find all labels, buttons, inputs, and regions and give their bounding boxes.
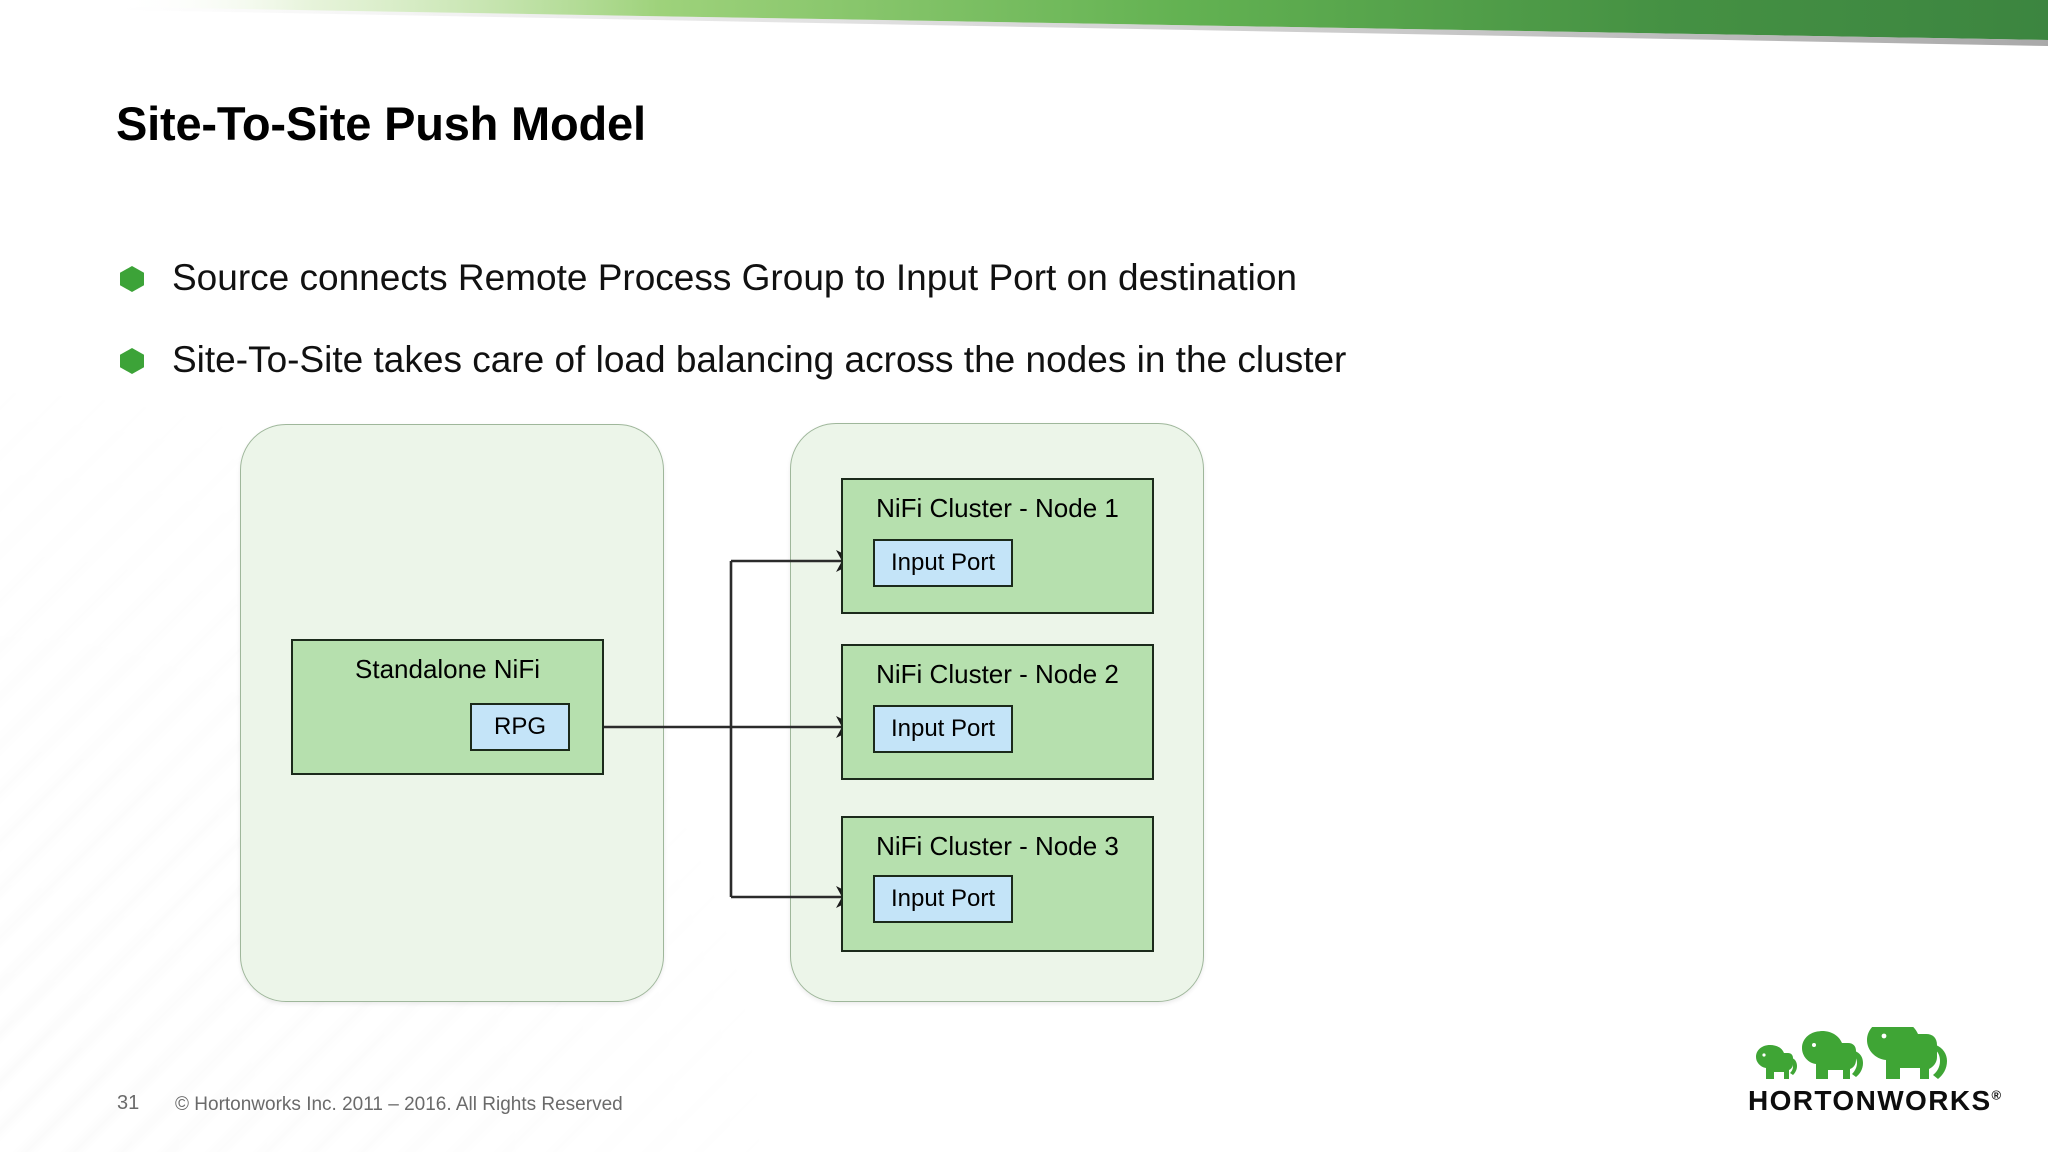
hortonworks-logo: HORTONWORKS® bbox=[1748, 1016, 2001, 1119]
header-green-band bbox=[120, 0, 2048, 46]
input-port-2-box[interactable]: Input Port bbox=[873, 705, 1013, 753]
registered-mark: ® bbox=[1991, 1087, 2003, 1103]
logo-wordmark: HORTONWORKS® bbox=[1748, 1085, 2001, 1117]
cluster-node-3-label: NiFi Cluster - Node 3 bbox=[876, 831, 1119, 861]
elephants-icon bbox=[1756, 1016, 1947, 1079]
rpg-box[interactable]: RPG bbox=[470, 703, 570, 751]
page-title: Site-To-Site Push Model bbox=[116, 97, 646, 150]
cluster-node-2-label: NiFi Cluster - Node 2 bbox=[876, 659, 1119, 689]
standalone-nifi-label: Standalone NiFi bbox=[355, 654, 540, 684]
page-number: 31 bbox=[117, 1092, 140, 1114]
input-port-3-box[interactable]: Input Port bbox=[873, 875, 1013, 923]
list-item: Source connects Remote Process Group to … bbox=[120, 248, 1820, 310]
bullet-text: Source connects Remote Process Group to … bbox=[172, 257, 1298, 298]
copyright-text: © Hortonworks Inc. 2011 – 2016. All Righ… bbox=[175, 1094, 623, 1115]
logo-wordmark-text: HORTONWORKS bbox=[1748, 1085, 1992, 1116]
bullet-list: Source connects Remote Process Group to … bbox=[120, 248, 1820, 412]
bullet-text: Site-To-Site takes care of load balancin… bbox=[172, 339, 1347, 380]
cluster-node-1-label: NiFi Cluster - Node 1 bbox=[876, 493, 1119, 523]
input-port-1-box[interactable]: Input Port bbox=[873, 539, 1013, 587]
list-item: Site-To-Site takes care of load balancin… bbox=[120, 330, 1820, 392]
